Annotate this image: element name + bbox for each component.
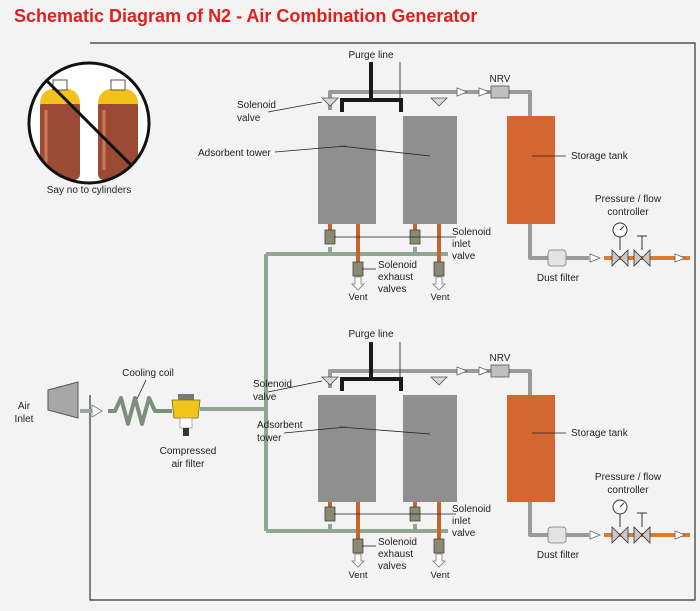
page-title: Schematic Diagram of N2 - Air Combinatio… <box>14 6 478 26</box>
nrv-label: NRV <box>490 353 511 364</box>
vent-arrow-icon <box>432 553 446 568</box>
vent-label-left: Vent <box>348 292 367 303</box>
solenoid-exhaust-valve-icon <box>433 538 445 554</box>
vent-arrow-icon <box>351 276 365 291</box>
solenoid-valve-label-2: valve <box>237 113 261 124</box>
pressure-flow-label-2: controller <box>607 207 649 218</box>
solenoid-inlet-valve-icon <box>324 229 336 245</box>
purge-line-label: Purge line <box>348 50 393 61</box>
storage-tank <box>507 116 555 224</box>
cooling-coil <box>108 396 172 426</box>
solenoid-valve-icon <box>321 376 339 386</box>
solenoid-inlet-label-2: inlet <box>452 239 471 250</box>
solenoid-valve-label-2: valve <box>253 392 277 403</box>
adsorbent-tower-left <box>318 116 376 224</box>
generator-unit-2: Purge line NRV Solenoid valve Adsorbent … <box>253 329 690 581</box>
storage-tank <box>507 395 555 502</box>
flow-arrow-icon <box>456 87 469 97</box>
cooling-coil-label: Cooling coil <box>122 368 174 379</box>
no-cylinders-caption: Say no to cylinders <box>47 185 132 196</box>
flow-arrow-icon <box>478 87 491 97</box>
solenoid-inlet-label-3: valve <box>452 528 476 539</box>
flow-arrow-icon <box>478 366 491 376</box>
solenoid-exhaust-valve-icon <box>433 261 445 277</box>
flow-arrow-icon <box>91 404 103 418</box>
air-inlet-label-1: Air <box>18 401 31 412</box>
copper-pipe <box>328 224 441 264</box>
solenoid-valve-label-1: Solenoid <box>237 100 276 111</box>
dust-filter-label: Dust filter <box>537 550 580 561</box>
adsorbent-tower-label-2: tower <box>257 433 282 444</box>
vent-arrow-icon <box>351 553 365 568</box>
compressed-air-filter <box>171 394 201 436</box>
flow-arrow-icon <box>589 253 602 263</box>
flow-valve-icon <box>633 526 651 544</box>
storage-tank-label: Storage tank <box>571 151 629 162</box>
solenoid-valve-icon <box>321 97 339 107</box>
purge-line-label: Purge line <box>348 329 393 340</box>
copper-pipe <box>328 502 441 541</box>
solenoid-inlet-label-1: Solenoid <box>452 227 491 238</box>
solenoid-valve-label-1: Solenoid <box>253 379 292 390</box>
solenoid-exhaust-label-2: exhaust <box>378 549 413 560</box>
filter-label-2: air filter <box>172 459 205 470</box>
feed-header-pipe <box>200 254 268 531</box>
adsorbent-tower-left <box>318 395 376 502</box>
purge-line <box>340 342 403 391</box>
system-boundary <box>89 42 696 601</box>
flow-arrow-icon <box>589 530 602 540</box>
flow-valve-icon <box>611 249 629 267</box>
no-cylinders-icon <box>27 61 151 185</box>
pressure-flow-label-2: controller <box>607 485 649 496</box>
nrv-label: NRV <box>490 74 511 85</box>
adsorbent-tower-right <box>403 116 457 224</box>
filter-label-1: Compressed <box>160 446 217 457</box>
solenoid-exhaust-label-1: Solenoid <box>378 537 417 548</box>
adsorbent-tower-label-1: Adsorbent <box>257 420 303 431</box>
solenoid-exhaust-label-3: valves <box>378 561 406 572</box>
pressure-flow-label-1: Pressure / flow <box>595 472 662 483</box>
vent-arrow-icon <box>432 276 446 291</box>
nrv-valve-icon <box>490 364 510 378</box>
dust-filter-label: Dust filter <box>537 273 580 284</box>
adsorbent-tower-right <box>403 395 457 502</box>
vent-label-right: Vent <box>430 570 449 581</box>
solenoid-inlet-valve-icon <box>324 506 336 522</box>
flow-valve-icon <box>611 526 629 544</box>
generator-unit-1: Purge line NRV Solenoid valve Adsorbent … <box>198 50 690 303</box>
storage-tank-label: Storage tank <box>571 428 629 439</box>
flow-arrow-icon <box>674 253 687 263</box>
solenoid-exhaust-label-3: valves <box>378 284 406 295</box>
flow-arrow-icon <box>456 366 469 376</box>
nrv-valve-icon <box>490 85 510 99</box>
dust-filter-icon <box>547 526 567 544</box>
flow-arrow-icon <box>674 530 687 540</box>
solenoid-valve-icon <box>430 376 448 386</box>
solenoid-inlet-label-3: valve <box>452 251 476 262</box>
solenoid-exhaust-valve-icon <box>352 261 364 277</box>
solenoid-exhaust-valve-icon <box>352 538 364 554</box>
solenoid-valve-icon <box>430 97 448 107</box>
solenoid-inlet-label-1: Solenoid <box>452 504 491 515</box>
dust-filter-icon <box>547 249 567 267</box>
solenoid-inlet-label-2: inlet <box>452 516 471 527</box>
pressure-flow-label-1: Pressure / flow <box>595 194 662 205</box>
adsorbent-tower-label: Adsorbent tower <box>198 148 271 159</box>
flow-valve-icon <box>633 249 651 267</box>
solenoid-exhaust-label-2: exhaust <box>378 272 413 283</box>
air-inlet <box>47 381 79 419</box>
air-inlet-label-2: Inlet <box>15 414 34 425</box>
vent-label-left: Vent <box>348 570 367 581</box>
solenoid-exhaust-label-1: Solenoid <box>378 260 417 271</box>
vent-label-right: Vent <box>430 292 449 303</box>
leader-line <box>136 379 147 400</box>
purge-line <box>340 62 403 112</box>
